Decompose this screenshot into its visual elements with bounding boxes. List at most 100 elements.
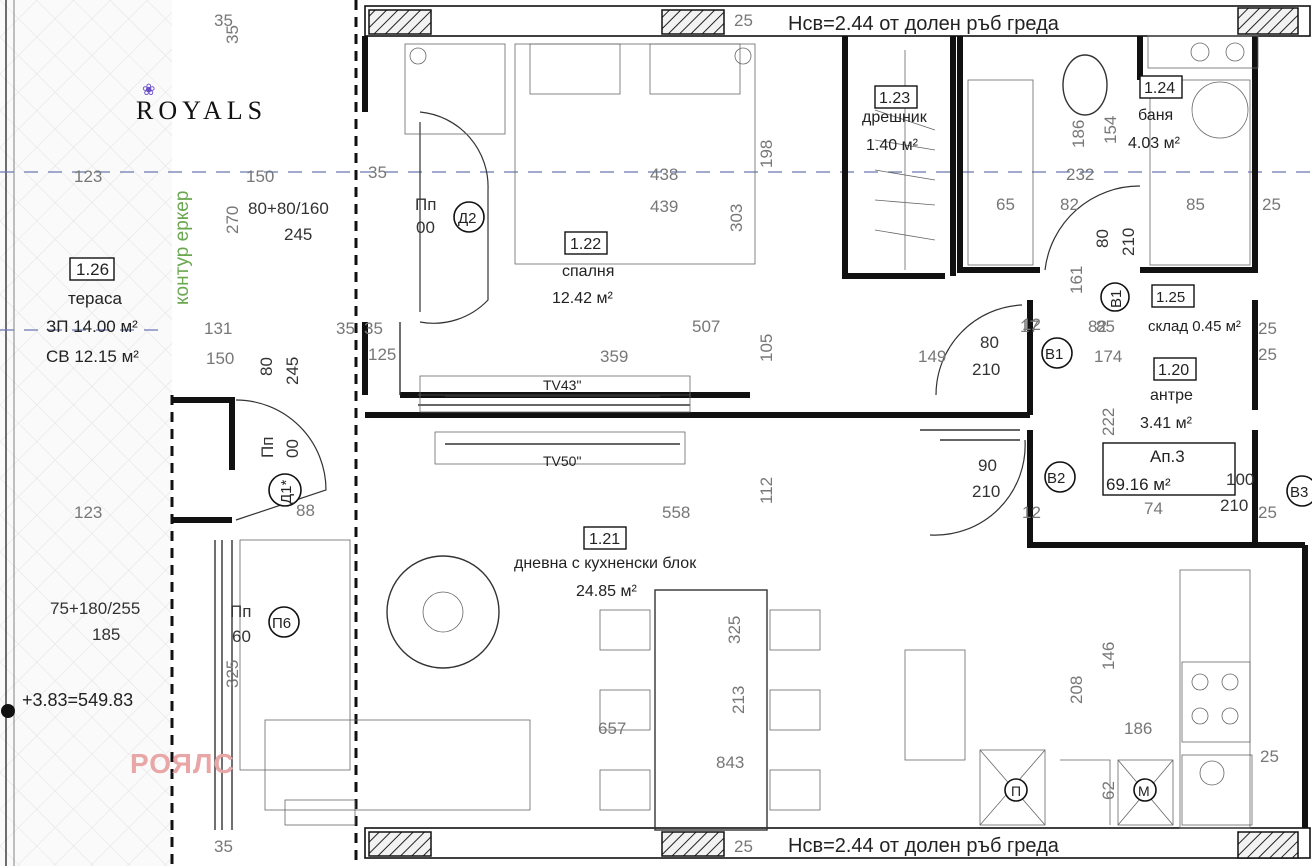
tv50-label: TV50" (543, 453, 581, 469)
flower-icon: ❀ (142, 82, 156, 99)
living-area: 24.85 м² (576, 583, 637, 600)
room-id-1-21: 1.21 (589, 531, 620, 548)
wall-column (1237, 7, 1299, 35)
bathroom-area: 4.03 м² (1128, 135, 1181, 152)
tv43-label: TV43" (543, 377, 581, 393)
svg-text:25: 25 (1262, 195, 1281, 214)
sink (1149, 79, 1251, 266)
door-b1-swing (935, 304, 1023, 396)
room-id-1-22: 1.22 (570, 236, 601, 253)
p6-pp: Пп (230, 602, 251, 621)
svg-text:25: 25 (1258, 319, 1277, 338)
svg-text:88: 88 (296, 501, 315, 520)
hall-area: 3.41 м² (1140, 415, 1193, 432)
terrace-floor (0, 0, 172, 866)
logo-text: ROYALS (136, 96, 268, 125)
tag-b1a: В1 (1108, 290, 1125, 308)
tv-43 (419, 375, 691, 413)
tag-b3: В3 (1290, 484, 1308, 501)
bedroom-area: 12.42 м² (552, 290, 613, 307)
fridge-box (979, 749, 1046, 826)
facade-wall (172, 397, 235, 523)
svg-text:507: 507 (692, 317, 720, 336)
door-tags (268, 201, 1312, 638)
wall-column (1237, 831, 1299, 859)
svg-text:359: 359 (600, 347, 628, 366)
svg-text:438: 438 (650, 165, 678, 184)
toilet (1062, 54, 1108, 116)
svg-text:657: 657 (598, 719, 626, 738)
svg-text:208: 208 (1067, 676, 1086, 704)
door-bath-swing (1044, 185, 1141, 271)
p6-size: 75+180/255 (50, 599, 140, 618)
svg-text:35: 35 (214, 11, 233, 30)
bay-outline-label: контур еркер (172, 191, 193, 305)
svg-text:213: 213 (729, 686, 748, 714)
beam-note-top: Нсв=2.44 от долен ръб греда (788, 13, 1060, 35)
svg-text:12: 12 (1022, 503, 1041, 522)
wardrobe-area: 1.40 м² (866, 137, 919, 154)
svg-text:25: 25 (1258, 345, 1277, 364)
svg-text:85: 85 (1186, 195, 1205, 214)
room-id-1-25: 1.25 (1156, 289, 1185, 306)
door-d2-swing (419, 111, 489, 324)
door-b2-swing (929, 439, 1026, 536)
d1-h: 245 (283, 357, 302, 385)
d2-size: 80+80/160 (248, 199, 329, 218)
p6-height: 185 (92, 625, 120, 644)
bathroom-name: баня (1138, 107, 1173, 124)
d2-height: 245 (284, 225, 312, 244)
rug (386, 555, 500, 669)
b1a-w: 80 (1093, 229, 1112, 248)
svg-text:325: 325 (223, 660, 242, 688)
kitchen-counter (1179, 569, 1251, 829)
tag-b1b: В1 (1045, 346, 1063, 363)
room-id-1-20: 1.20 (1158, 362, 1189, 379)
apartment-box (1102, 442, 1236, 496)
svg-text:35: 35 (336, 319, 355, 338)
svg-text:35: 35 (364, 319, 383, 338)
svg-text:35: 35 (214, 837, 233, 856)
svg-text:123: 123 (74, 167, 102, 186)
tag-d2: Д2 (458, 210, 477, 227)
svg-text:270: 270 (223, 206, 242, 234)
top-wall (364, 5, 1311, 37)
room-id-1-23: 1.23 (879, 90, 910, 107)
svg-text:154: 154 (1101, 116, 1120, 144)
svg-text:325: 325 (725, 616, 744, 644)
tv-50 (434, 431, 686, 465)
door-d1-swing (235, 399, 327, 521)
svg-text:25: 25 (734, 837, 753, 856)
svg-text:174: 174 (1094, 347, 1122, 366)
svg-text:131: 131 (204, 319, 232, 338)
tag-p6: П6 (272, 615, 291, 632)
wardrobe-name: дрешник (862, 109, 928, 126)
svg-text:35: 35 (368, 163, 387, 182)
hall-wall (1027, 300, 1305, 548)
b3-h: 210 (1220, 496, 1248, 515)
watermark-text: РОЯЛС (130, 748, 235, 779)
b3-w: 100 (1226, 470, 1254, 489)
dimension-labels: 123 150 270 35 35 131 35 150 35 125 88 1… (74, 11, 1281, 856)
bed (514, 43, 756, 265)
apartment-area: 69.16 м² (1106, 475, 1171, 494)
b1b-h: 210 (972, 360, 1000, 379)
wall-column (368, 831, 432, 857)
d1-w: 80 (257, 357, 276, 376)
svg-text:150: 150 (246, 167, 274, 186)
b1b-w: 80 (980, 333, 999, 352)
svg-text:85: 85 (1096, 317, 1115, 336)
svg-text:112: 112 (757, 477, 776, 504)
svg-text:149: 149 (918, 347, 946, 366)
svg-text:186: 186 (1124, 719, 1152, 738)
dining-table (654, 589, 768, 831)
svg-text:82: 82 (1088, 317, 1107, 336)
wardrobe-rail (874, 50, 936, 270)
bedroom-name: спалня (562, 263, 614, 280)
living-name: дневна с кухненски блок (514, 555, 697, 572)
tag-d1: Д1* (278, 479, 295, 504)
d2-pp: Пп (415, 195, 436, 214)
svg-text:125: 125 (368, 345, 396, 364)
svg-text:303: 303 (727, 204, 746, 232)
sofa (239, 539, 351, 771)
